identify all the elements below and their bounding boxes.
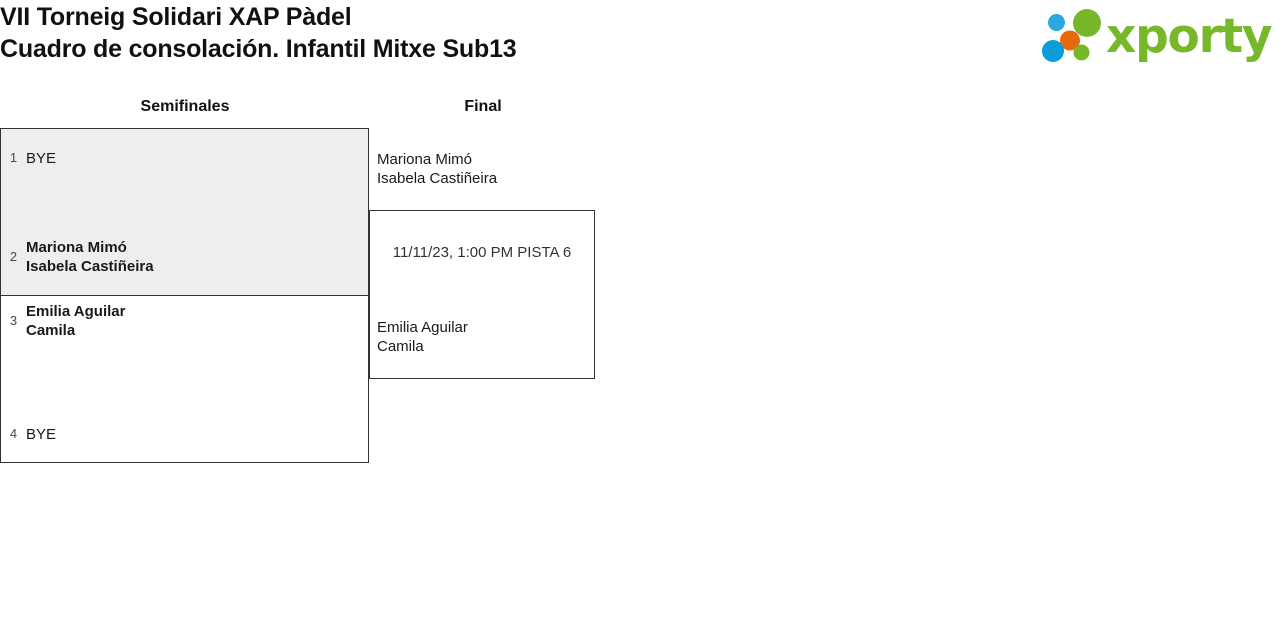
tournament-subtitle: Cuadro de consolación. Infantil Mitxe Su… xyxy=(0,35,517,63)
circles-cluster-icon xyxy=(1042,9,1101,62)
player-names: BYE xyxy=(26,149,56,168)
tournament-title: VII Torneig Solidari XAP Pàdel xyxy=(0,3,352,31)
seed-number: 1 xyxy=(9,150,18,165)
xporty-logo[interactable]: xporty xyxy=(1040,8,1273,66)
player-name: Mariona Mimó xyxy=(377,151,473,168)
player-name: Mariona Mimó xyxy=(26,239,127,256)
player-name: Isabela Castiñeira xyxy=(377,170,498,187)
player-name: BYE xyxy=(26,149,57,167)
player-name: BYE xyxy=(26,425,57,443)
logo-wordmark: xporty xyxy=(1106,9,1273,64)
competitor-slot[interactable]: 3 Emilia Aguilar Camila xyxy=(1,296,368,346)
match-semifinal-1[interactable]: 1 BYE 2 Mariona Mimó Isabela Castiñeira xyxy=(1,129,368,296)
round-header-semifinales: Semifinales xyxy=(140,98,230,115)
player-name: Camila xyxy=(377,338,424,355)
player-name: Emilia Aguilar xyxy=(26,303,126,320)
player-names: Emilia Aguilar Camila xyxy=(26,302,125,340)
player-names: BYE xyxy=(26,425,56,444)
player-name: Camila xyxy=(26,322,76,339)
player-names: Mariona Mimó Isabela Castiñeira xyxy=(26,238,154,276)
final-top-competitor[interactable]: Mariona Mimó Isabela Castiñeira xyxy=(377,150,497,188)
final-bottom-competitor[interactable]: Emilia Aguilar Camila xyxy=(377,318,468,356)
competitor-slot[interactable]: 4 BYE xyxy=(1,409,368,459)
seed-number: 2 xyxy=(9,249,18,264)
player-name: Emilia Aguilar xyxy=(377,319,468,336)
match-schedule-label: 11/11/23, 1:00 PM PISTA 6 xyxy=(392,244,572,261)
competitor-slot[interactable]: 2 Mariona Mimó Isabela Castiñeira xyxy=(1,232,368,282)
match-final[interactable]: 11/11/23, 1:00 PM PISTA 6 xyxy=(369,210,595,379)
semifinals-column: 1 BYE 2 Mariona Mimó Isabela Castiñeira … xyxy=(0,128,369,463)
match-semifinal-2[interactable]: 3 Emilia Aguilar Camila 4 BYE xyxy=(1,296,368,462)
seed-number: 3 xyxy=(9,313,18,328)
player-name: Isabela Castiñeira xyxy=(26,258,154,275)
competitor-slot[interactable]: 1 BYE xyxy=(1,133,368,183)
seed-number: 4 xyxy=(9,426,18,441)
page-header: VII Torneig Solidari XAP Pàdel Cuadro de… xyxy=(0,0,1280,80)
round-header-final: Final xyxy=(464,98,502,115)
